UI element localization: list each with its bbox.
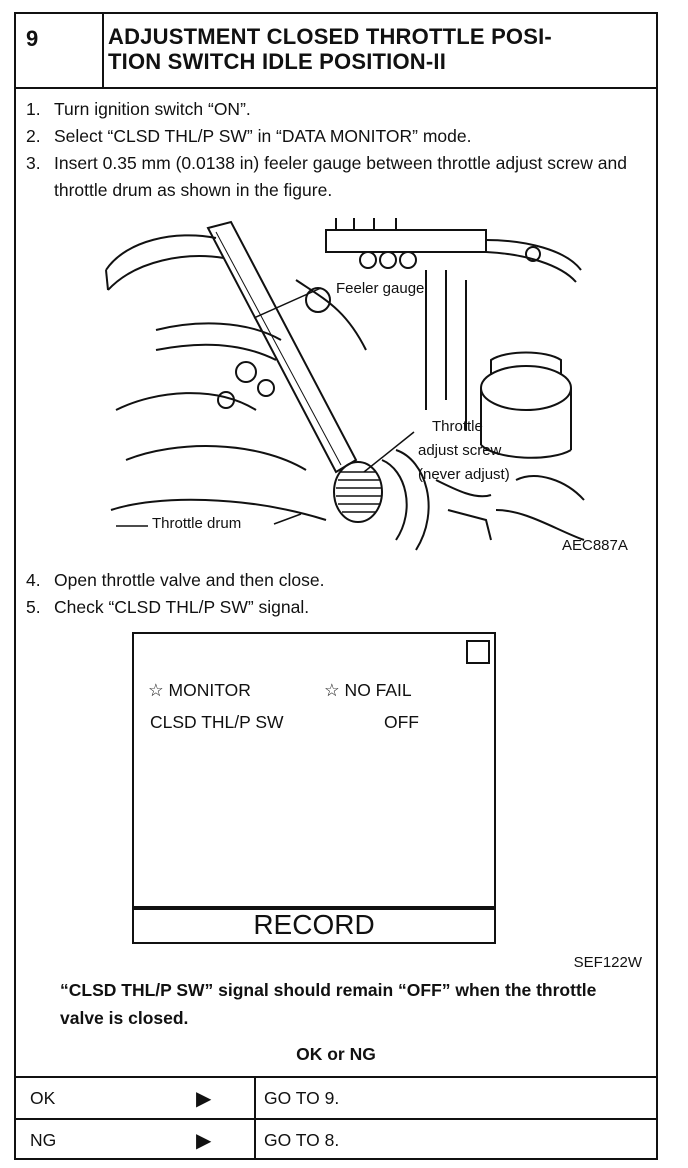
step-index: 1. [26,99,41,119]
step-index: 5. [26,597,41,617]
throttle-screw-label-1: Throttle [432,418,483,435]
step-text: Check “CLSD THL/P SW” signal. [54,597,310,617]
arrow-right-icon: ▶ [196,1088,212,1110]
step-text: Turn ignition switch “ON”. [54,99,251,119]
monitor-status-row: ☆ MONITOR ☆ NO FAIL [148,680,478,701]
outcome-table: OK ▶ GO TO 9. NG ▶ GO TO 8. [16,1076,656,1160]
outcome-row: NG ▶ GO TO 8. [16,1118,656,1160]
figure2-ref-code: SEF122W [573,954,642,971]
figure1-ref-code: AEC887A [562,537,628,554]
instruction-list-b: 4. Open throttle valve and then close. 5… [26,567,646,621]
screen-corner-box-icon [466,640,490,664]
step-text: Select “CLSD THL/P SW” in “DATA MONITOR”… [54,126,472,146]
monitor-item-value: OFF [384,712,419,732]
instruction-step: 1. Turn ignition switch “ON”. [26,96,646,123]
procedure-title: ADJUSTMENT CLOSED THROTTLE POSI-TION SWI… [108,24,552,74]
throttle-screw-label-3: (never adjust) [418,466,510,483]
throttle-drum-label: Throttle drum [152,515,242,532]
record-button: RECORD [132,906,496,944]
instruction-step: 2. Select “CLSD THL/P SW” in “DATA MONIT… [26,123,646,150]
outcome-result: NG [30,1130,57,1150]
monitor-item-name: CLSD THL/P SW [150,712,284,732]
step-text: Insert 0.35 mm (0.0138 in) feeler gauge … [54,153,627,200]
outcome-action: GO TO 9. [264,1088,340,1108]
procedure-header: 9 ADJUSTMENT CLOSED THROTTLE POSI-TION S… [16,14,656,89]
throttle-illustration: Feeler gauge Throttle adjust screw (neve… [96,210,628,555]
outcome-result: OK [30,1088,56,1108]
outcome-row: OK ▶ GO TO 9. [16,1076,656,1118]
column-divider [254,1078,256,1118]
step-number: 9 [16,14,104,87]
outcome-action: GO TO 8. [264,1130,340,1150]
expected-result-text: “CLSD THL/P SW” signal should remain “OF… [60,980,597,1028]
instruction-step: 3. Insert 0.35 mm (0.0138 in) feeler gau… [26,150,646,204]
monitor-label: ☆ MONITOR [148,680,251,700]
no-fail-label: ☆ NO FAIL [324,680,412,700]
arrow-right-icon: ▶ [196,1130,212,1152]
step-text: Open throttle valve and then close. [54,570,325,590]
instruction-list-a: 1. Turn ignition switch “ON”. 2. Select … [26,96,646,204]
data-monitor-screen: ☆ MONITOR ☆ NO FAIL CLSD THL/P SW OFF [132,632,496,910]
throttle-screw-label-2: adjust screw [418,442,502,459]
throttle-drawing [105,218,585,551]
column-divider [254,1120,256,1160]
ok-ng-heading: OK or NG [296,1044,376,1064]
instruction-step: 5. Check “CLSD THL/P SW” signal. [26,594,646,621]
feeler-gauge-label: Feeler gauge [336,280,425,297]
step-index: 2. [26,126,41,146]
procedure-frame: 9 ADJUSTMENT CLOSED THROTTLE POSI-TION S… [14,12,658,1160]
instruction-step: 4. Open throttle valve and then close. [26,567,646,594]
monitor-item-row: CLSD THL/P SW OFF [150,712,480,733]
step-index: 4. [26,570,41,590]
step-index: 3. [26,153,41,173]
